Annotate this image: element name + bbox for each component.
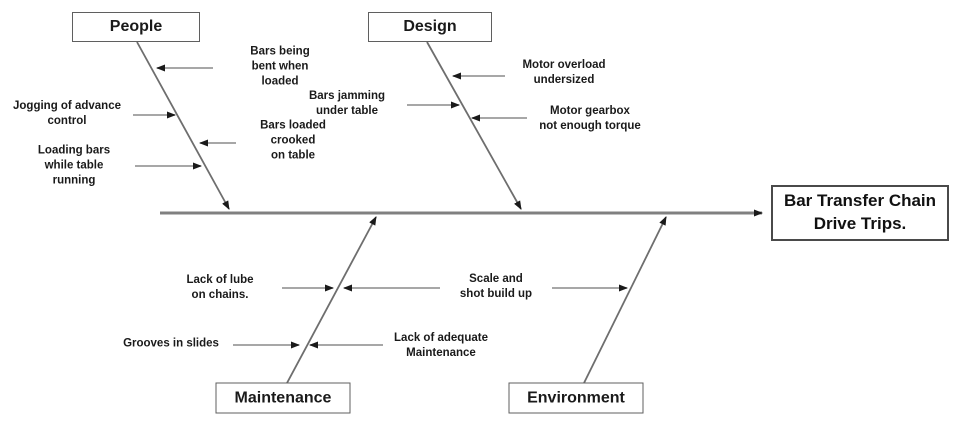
cause-loading-bars-while-running: Loading bars while table running — [37, 144, 111, 187]
people-category-box: People — [72, 12, 200, 42]
cause-bars-loaded-crooked: Bars loaded crooked on table — [260, 119, 326, 162]
cause-scale-and-shot-build-up: Scale and shot build up — [459, 273, 533, 300]
cause-motor-overload-undersized: Motor overload undersized — [522, 59, 606, 86]
cause-bars-being-bent: Bars being bent when loaded — [250, 45, 310, 88]
environment-bone-line — [583, 216, 667, 384]
maintenance-category-box: Maintenance — [215, 382, 351, 414]
cause-lack-of-adequate-maintenance: Lack of adequate Maintenance — [394, 332, 488, 359]
cause-lack-of-lube-on-chains: Lack of lube on chains. — [186, 274, 254, 301]
maintenance-bone-line — [286, 216, 377, 384]
cause-bars-jamming-under-table: Bars jamming under table — [308, 90, 386, 117]
cause-motor-gearbox-torque: Motor gearbox not enough torque — [539, 105, 641, 132]
design-category-box: Design — [368, 12, 492, 42]
cause-jogging-of-advance-control: Jogging of advance control — [13, 100, 121, 127]
people-bone-line — [136, 41, 230, 210]
cause-grooves-in-slides: Grooves in slides — [123, 337, 219, 350]
environment-category-box: Environment — [508, 382, 644, 414]
effect-box: Bar Transfer Chain Drive Trips. — [771, 185, 949, 241]
design-bone-line — [426, 41, 522, 210]
